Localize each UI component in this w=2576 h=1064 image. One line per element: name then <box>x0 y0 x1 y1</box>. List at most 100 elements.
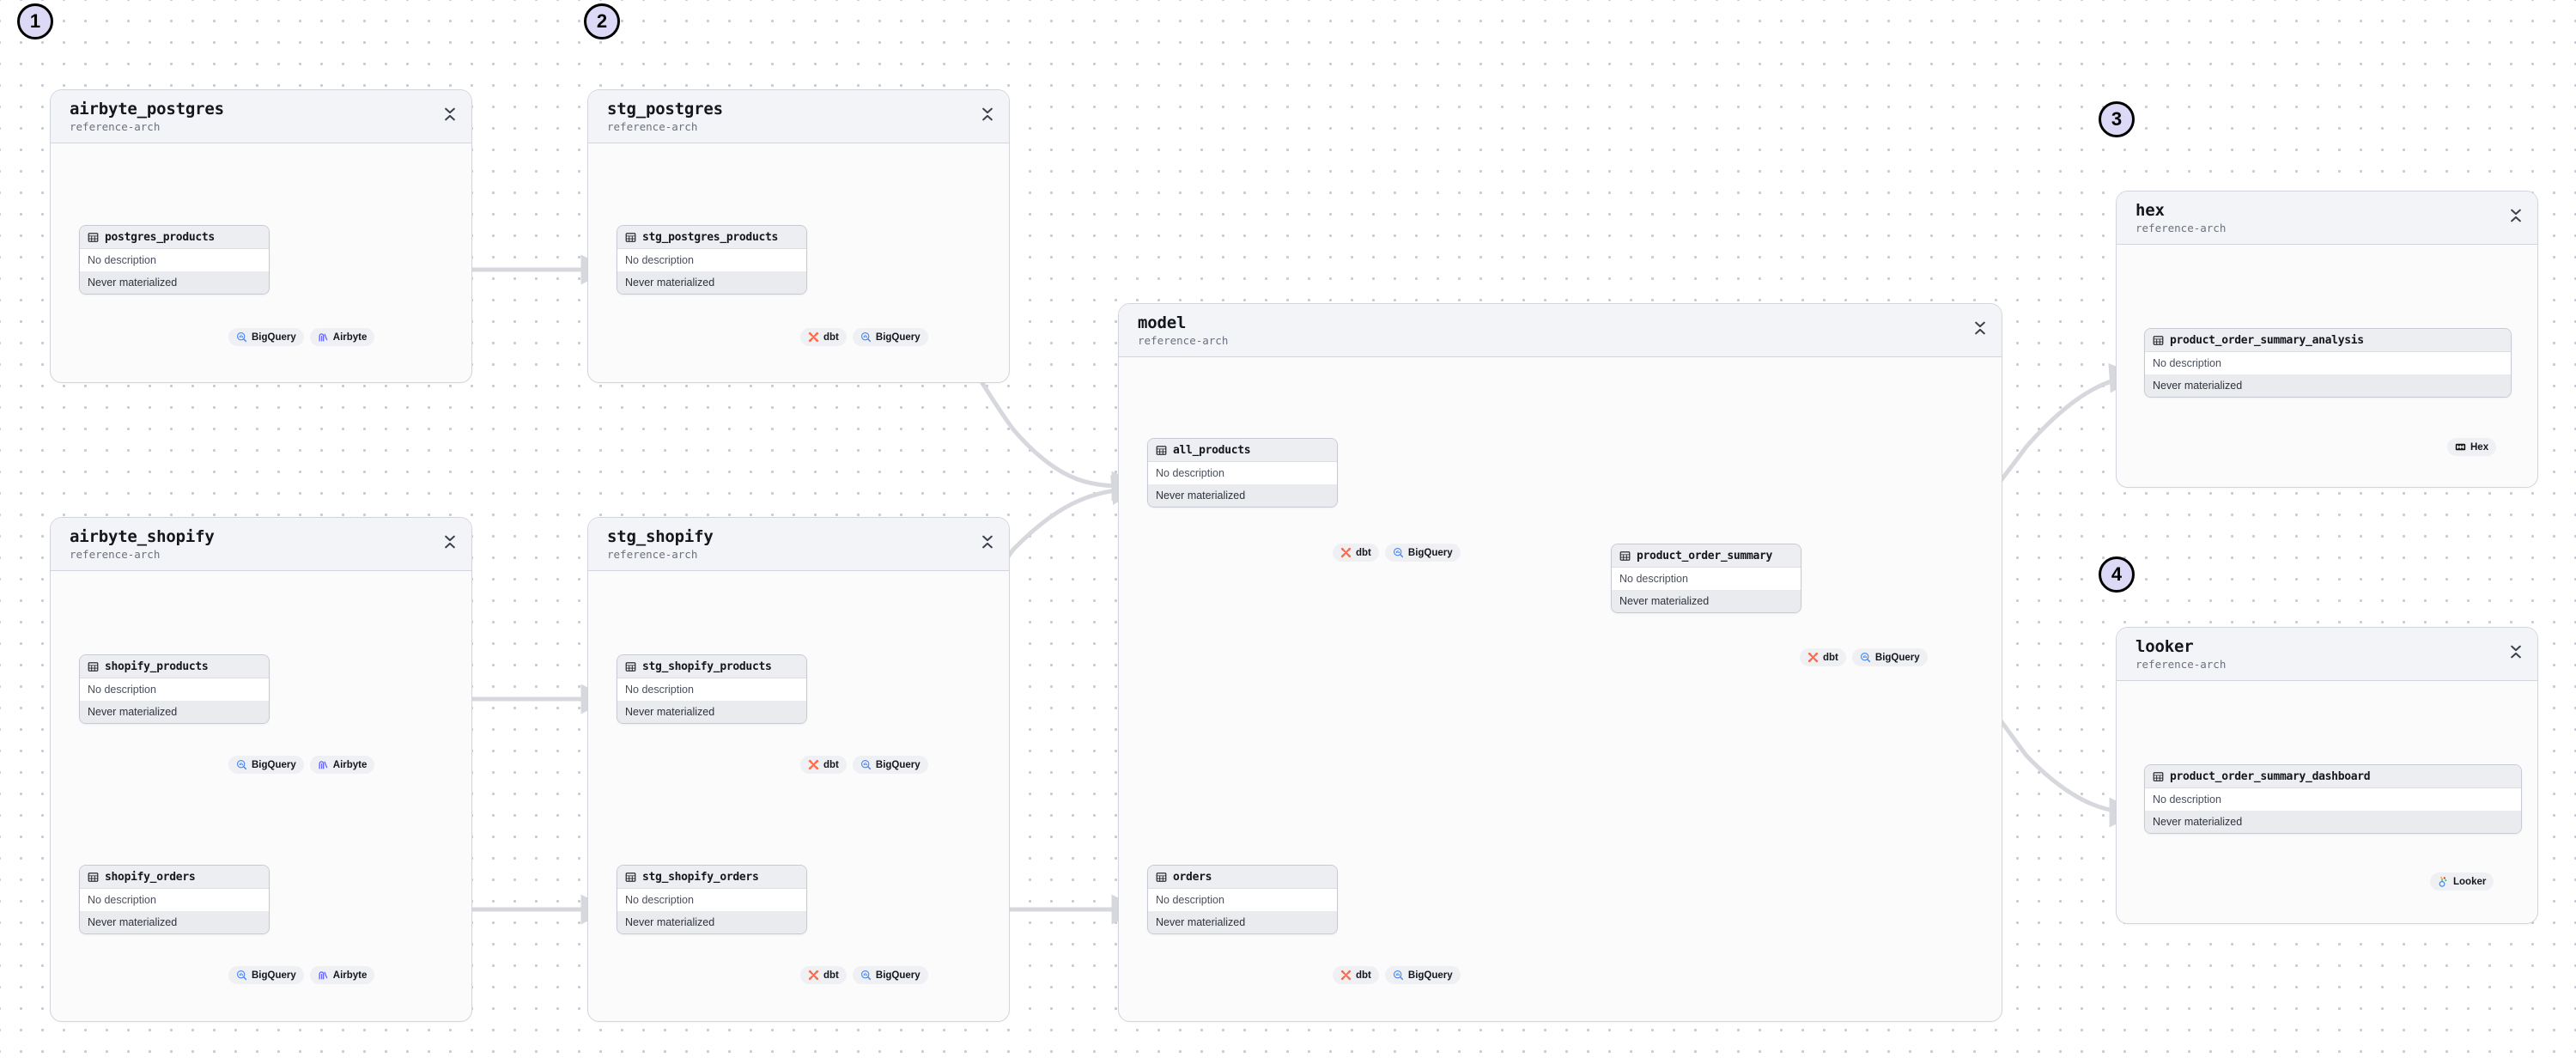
node-title-row: product_order_summary_analysis <box>2145 329 2511 352</box>
node-materialization: Never materialized <box>2145 811 2521 833</box>
tag-label: dbt <box>1823 652 1838 663</box>
group-subtitle: reference-arch <box>2136 658 2227 671</box>
group-subtitle: reference-arch <box>2136 222 2227 234</box>
bigquery-icon <box>1393 548 1403 558</box>
airbyte-icon <box>319 761 327 769</box>
node-materialization: Never materialized <box>1612 590 1801 612</box>
collapse-icon[interactable] <box>442 106 458 123</box>
step-badge-1: 1 <box>17 3 53 40</box>
tag-label: Hex <box>2470 441 2489 453</box>
tag-bigquery[interactable]: BigQuery <box>1851 648 1928 666</box>
dbt-icon <box>808 970 819 981</box>
tag-label: dbt <box>1356 970 1371 981</box>
hex-icon <box>2455 443 2466 451</box>
tag-bigquery[interactable]: BigQuery <box>852 328 928 346</box>
node-description: No description <box>1148 462 1337 484</box>
table-icon <box>625 232 636 242</box>
tag-dbt[interactable]: dbt <box>800 756 847 774</box>
node-tags-orders: dbt BigQuery <box>1333 966 1461 984</box>
node-description: No description <box>617 889 806 911</box>
tag-airbyte[interactable]: Airbyte <box>309 756 375 774</box>
tag-label: BigQuery <box>252 759 296 770</box>
collapse-icon[interactable] <box>980 533 995 550</box>
tag-dbt[interactable]: dbt <box>1333 966 1379 984</box>
node-description: No description <box>2145 788 2521 811</box>
airbyte-icon <box>319 971 327 980</box>
node-materialization: Never materialized <box>617 911 806 933</box>
tag-label: Looker <box>2453 876 2487 887</box>
tag-bigquery[interactable]: BigQuery <box>228 328 304 346</box>
collapse-icon[interactable] <box>2508 643 2524 660</box>
tag-airbyte[interactable]: Airbyte <box>309 966 375 984</box>
group-subtitle: reference-arch <box>70 120 161 133</box>
node-description: No description <box>1612 568 1801 590</box>
bigquery-icon <box>237 332 247 343</box>
node-materialization: Never materialized <box>2145 374 2511 397</box>
node-tags-product_order_summary: dbt BigQuery <box>1800 648 1928 666</box>
group-subtitle: reference-arch <box>607 120 698 133</box>
node-tags-stg_postgres_products: dbt BigQuery <box>800 328 928 346</box>
bigquery-icon <box>1860 653 1870 663</box>
tag-label: dbt <box>823 970 839 981</box>
tag-bigquery[interactable]: BigQuery <box>852 966 928 984</box>
tag-label: dbt <box>823 759 839 770</box>
node-tags-shopify_orders: BigQuery Airbyte <box>228 966 375 984</box>
node-name: postgres_products <box>105 230 215 244</box>
tag-hex[interactable]: Hex <box>2447 438 2497 456</box>
tag-bigquery[interactable]: BigQuery <box>228 756 304 774</box>
node-tags-stg_shopify_orders: dbt BigQuery <box>800 966 928 984</box>
tag-dbt[interactable]: dbt <box>800 328 847 346</box>
table-icon <box>1156 872 1167 882</box>
tag-dbt[interactable]: dbt <box>1800 648 1846 666</box>
bigquery-icon <box>860 760 871 770</box>
step-badge-label: 2 <box>596 10 608 32</box>
tag-dbt[interactable]: dbt <box>800 966 847 984</box>
bigquery-icon <box>1393 970 1403 981</box>
collapse-icon[interactable] <box>1972 319 1988 337</box>
node-tags-shopify_products: BigQuery Airbyte <box>228 756 375 774</box>
dbt-icon <box>808 759 819 770</box>
node-title-row: postgres_products <box>80 226 269 249</box>
collapse-icon[interactable] <box>442 533 458 550</box>
tag-bigquery[interactable]: BigQuery <box>1384 544 1461 562</box>
airbyte-icon <box>319 333 327 342</box>
node-title-row: orders <box>1148 866 1337 889</box>
tag-bigquery[interactable]: BigQuery <box>852 756 928 774</box>
tag-label: BigQuery <box>252 970 296 981</box>
group-title: airbyte_postgres <box>70 100 224 119</box>
group-subtitle: reference-arch <box>1138 334 1229 347</box>
tag-dbt[interactable]: dbt <box>1333 544 1379 562</box>
node-name: product_order_summary_analysis <box>2170 333 2364 347</box>
tag-looker[interactable]: Looker <box>2430 872 2494 891</box>
collapse-icon[interactable] <box>2508 207 2524 224</box>
node-materialization: Never materialized <box>80 911 269 933</box>
tag-label: Airbyte <box>332 970 368 981</box>
bigquery-icon <box>237 970 247 981</box>
tag-bigquery[interactable]: BigQuery <box>1384 966 1461 984</box>
tag-bigquery[interactable]: BigQuery <box>228 966 304 984</box>
step-badge-3: 3 <box>2099 101 2135 137</box>
collapse-icon[interactable] <box>980 106 995 123</box>
node-name: product_order_summary <box>1637 549 1773 562</box>
tag-airbyte[interactable]: Airbyte <box>309 328 375 346</box>
node-materialization: Never materialized <box>1148 484 1337 507</box>
node-title-row: shopify_orders <box>80 866 269 889</box>
group-title: model <box>1138 313 1187 332</box>
